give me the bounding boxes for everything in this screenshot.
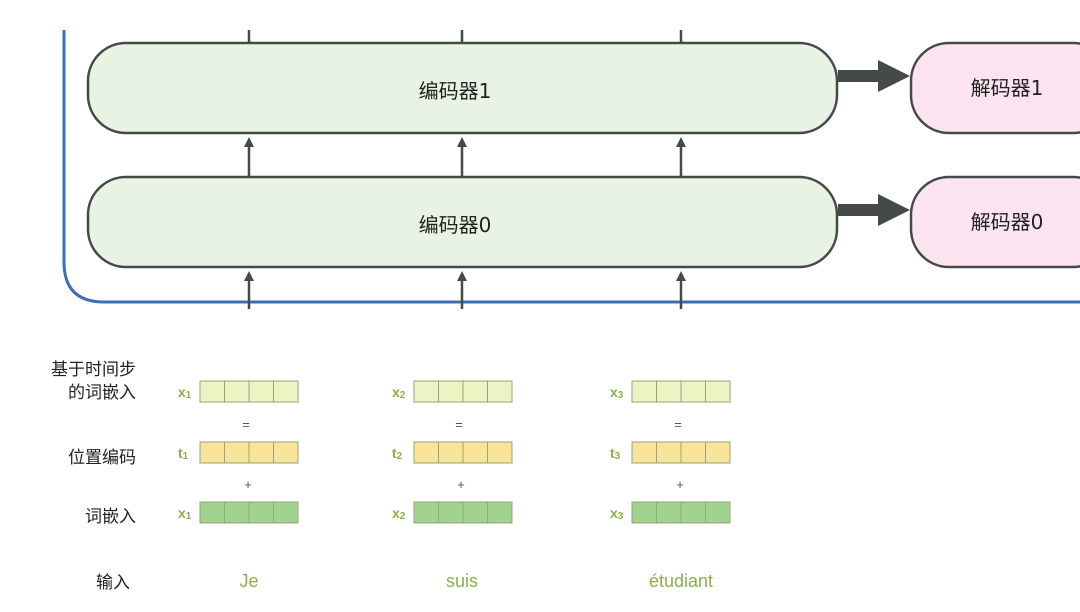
encoder-0-label: 编码器0 [419,213,492,237]
word-vector-1-cell-2 [224,501,250,524]
encoder-decoder-arrows [838,60,910,226]
positional-vector-2-cell-4 [487,441,513,464]
decoder-1-box [909,41,1080,135]
positional-vector-2-cell-1 [413,441,439,464]
word-vector-1-cell-4 [273,501,299,524]
time-step-vector-2-cell-3 [462,380,488,403]
encoder-1-box [86,41,839,135]
equals-sign-1: = [242,417,250,432]
encoder-frame [62,30,1080,304]
plus-sign-3: + [676,477,684,492]
equals-sign-2: = [455,417,463,432]
flow-arrows [244,30,686,309]
time-step-vector-name-3: x3 [610,384,624,401]
row-label-input: 输入 [96,573,130,593]
input-word-2: suis [446,571,478,591]
word-vector-1-cell-1 [199,501,225,524]
positional-vector-name-3: t3 [610,445,621,462]
positional-vector-2-cell-2 [438,441,464,464]
decoder-0-box [909,175,1080,269]
enc1-dec1-head [878,60,910,92]
positional-vector-1-cell-4 [273,441,299,464]
decoder-0-label: 解码器0 [971,210,1044,234]
word-vector-3-cell-3 [680,501,706,524]
word-vector-name-1: x1 [178,505,192,522]
time-step-vector-1-cell-1 [199,380,225,403]
word-vector-name-2: x2 [392,505,406,522]
time-step-vector-1-cell-4 [273,380,299,403]
positional-vector-3-cell-1 [631,441,657,464]
word-vector-3-cell-2 [656,501,682,524]
positional-vector-3-cell-3 [680,441,706,464]
word-vector-name-3: x3 [610,505,624,522]
time-step-vector-2-cell-2 [438,380,464,403]
time-step-vector-3-cell-2 [656,380,682,403]
time-step-vector-name-2: x2 [392,384,406,401]
positional-vector-1-cell-1 [199,441,225,464]
input-word-3: étudiant [649,571,713,591]
enc0-dec0-head [878,194,910,226]
time-step-vector-2-cell-4 [487,380,513,403]
time-step-vector-3-cell-3 [680,380,706,403]
row-label-time-step-line1: 基于时间步 [51,360,136,380]
row-label-word-embedding: 词嵌入 [85,507,136,527]
encoder-1-label: 编码器1 [419,79,492,103]
word-vector-2-cell-4 [487,501,513,524]
encoder-0-box [86,175,839,269]
token-columns: x1 t1 x1 = + Je x2 t2 x2 = + suis x3 t3 x3 = + étudiant [178,380,731,591]
word-vector-3-cell-1 [631,501,657,524]
positional-vector-1-cell-3 [248,441,274,464]
enc0-dec0-shaft [838,204,880,216]
time-step-vector-3-cell-1 [631,380,657,403]
time-step-vector-1-cell-2 [224,380,250,403]
positional-vector-3-cell-2 [656,441,682,464]
word-vector-3-cell-4 [705,501,731,524]
word-vector-1-cell-3 [248,501,274,524]
row-label-positional-encoding: 位置编码 [68,448,136,468]
word-vector-2-cell-2 [438,501,464,524]
plus-sign-2: + [457,477,465,492]
positional-vector-1-cell-2 [224,441,250,464]
time-step-vector-1-cell-3 [248,380,274,403]
positional-vector-3-cell-4 [705,441,731,464]
positional-vector-name-2: t2 [392,445,403,462]
row-label-time-step-line2: 的词嵌入 [68,383,136,403]
decoder-1-label: 解码器1 [971,76,1044,100]
word-vector-2-cell-1 [413,501,439,524]
enc1-dec1-shaft [838,70,880,82]
input-word-1: Je [239,571,258,591]
time-step-vector-name-1: x1 [178,384,192,401]
positional-vector-2-cell-3 [462,441,488,464]
plus-sign-1: + [244,477,252,492]
word-vector-2-cell-3 [462,501,488,524]
time-step-vector-3-cell-4 [705,380,731,403]
positional-vector-name-1: t1 [178,445,189,462]
time-step-vector-2-cell-1 [413,380,439,403]
equals-sign-3: = [674,417,682,432]
